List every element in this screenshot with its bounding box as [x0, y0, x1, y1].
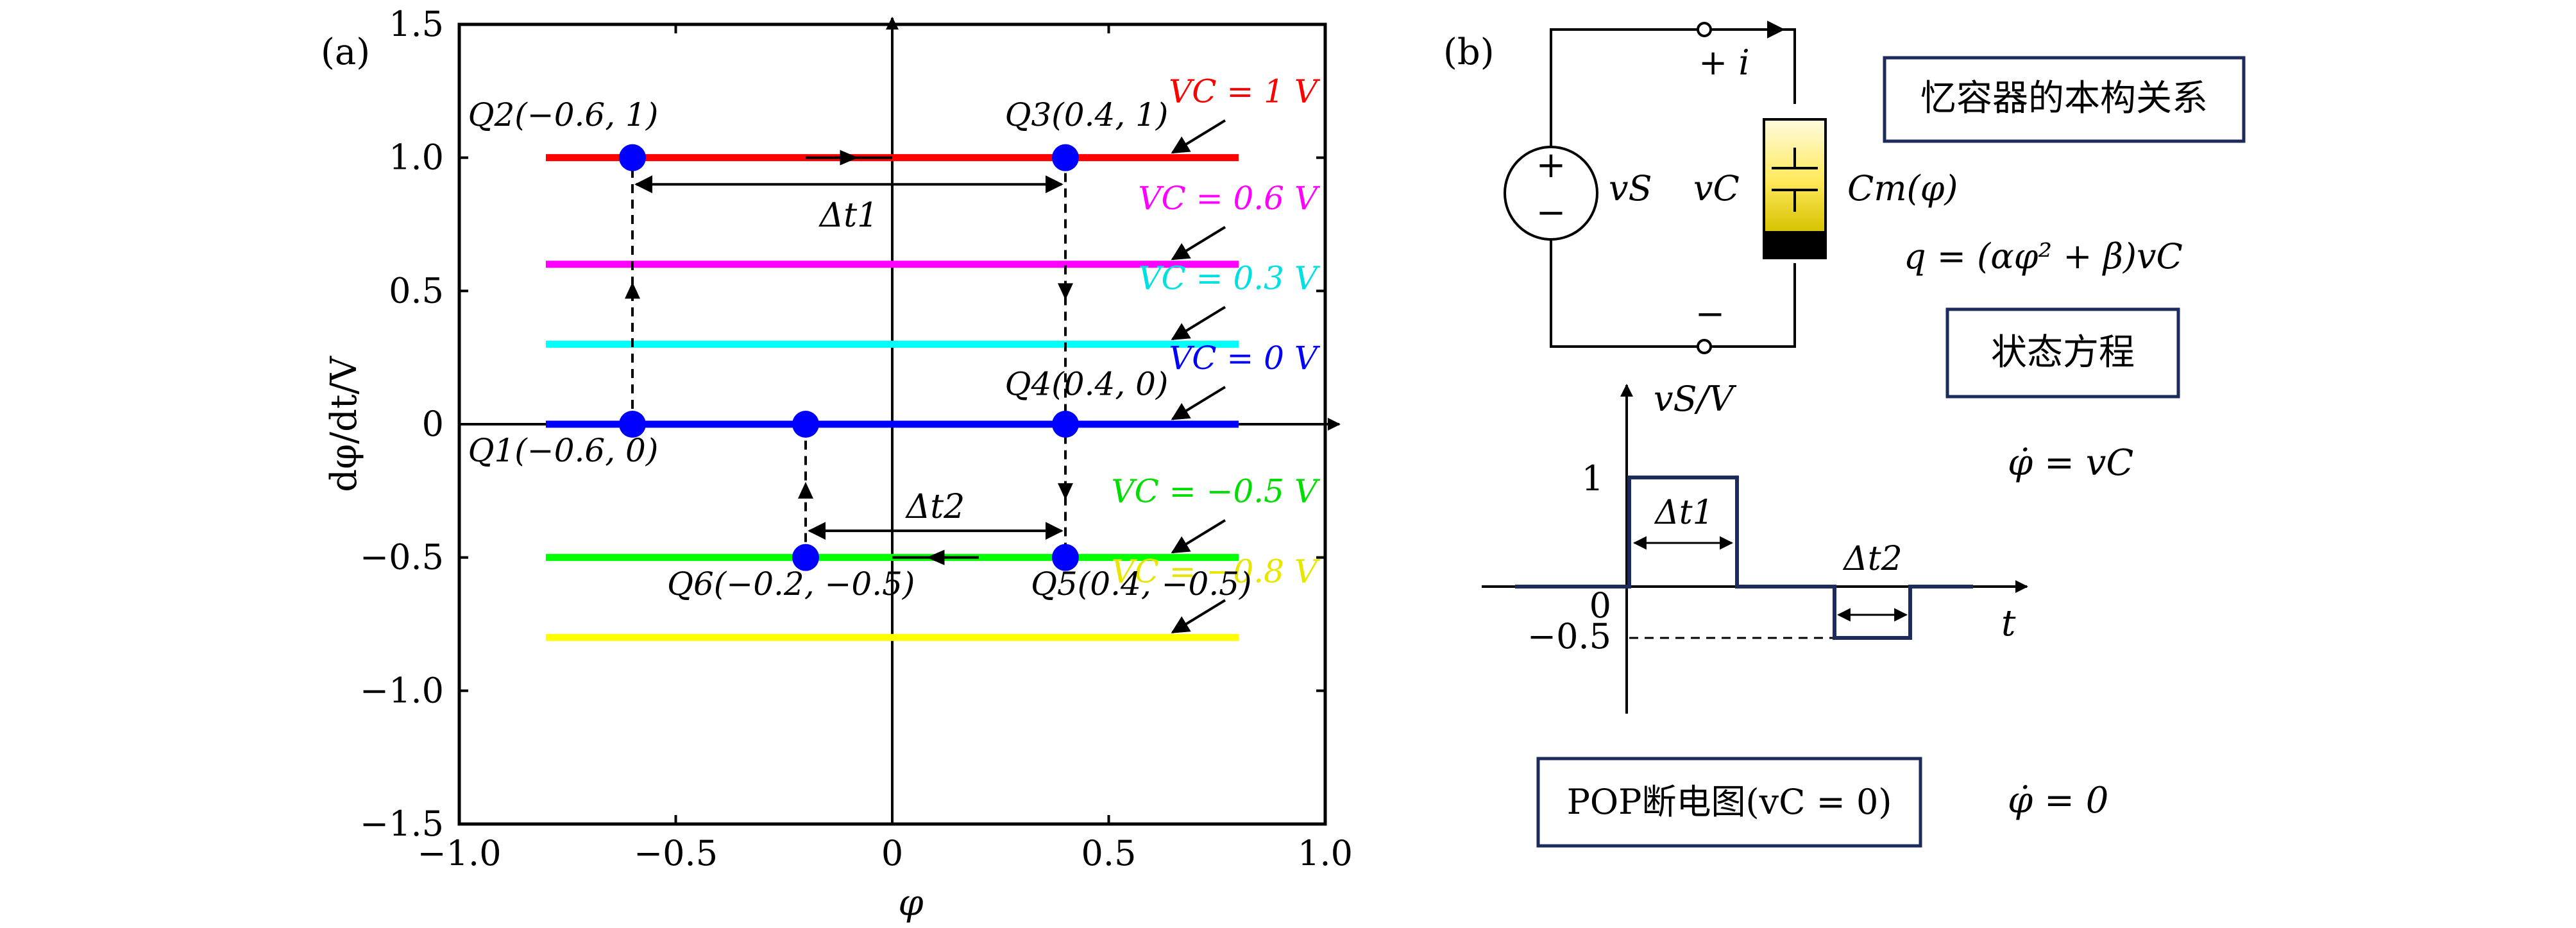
series-label: VC = 0 V [1169, 339, 1321, 377]
x-axis-label: φ [898, 882, 923, 924]
series-label: VC = 0.6 V [1138, 180, 1320, 217]
waveform-signal [1515, 476, 1973, 640]
equation-state: φ̇ = vC [2008, 442, 2133, 484]
guide-arrow-up [798, 481, 813, 499]
series-label-pointer [1171, 599, 1226, 633]
series-label-pointer [1171, 386, 1226, 420]
cm-label: Cm(φ) [1847, 168, 1958, 209]
data-point [619, 411, 646, 438]
guide-arrow-up [625, 282, 640, 299]
voltage-source [1504, 146, 1598, 241]
terminal-bottom [1697, 339, 1712, 354]
y-tick-label: −0.5 [360, 537, 444, 578]
dt1-label: Δt1 [1654, 494, 1714, 532]
plus-i-label: + i [1699, 42, 1750, 83]
y-tick-label: 1.0 [389, 137, 444, 178]
x-tick-label: −0.5 [634, 833, 718, 873]
point-label: Q3(0.4, 1) [1005, 96, 1169, 133]
waveform-tick-neg: −0.5 [1527, 616, 1611, 657]
point-label: Q1(−0.6, 0) [468, 432, 659, 469]
point-labels: Q1(−0.6, 0) Q2(−0.6, 1) Q3(0.4, 1) Q4(0.4, … [468, 96, 1252, 603]
panel-b: (b) + i + − vS vC Cm(φ) − 忆容器的本构关系 q = (… [1443, 21, 2246, 848]
vc-label: vC [1693, 168, 1740, 209]
waveform-y-label: vS/V [1654, 379, 1737, 419]
delta-label: Δt2 [905, 488, 965, 526]
data-point [1052, 144, 1079, 171]
data-point [1052, 411, 1079, 438]
state-box [1945, 307, 2180, 399]
waveform: vS/V t 1 0 −0.5 Δt1 Δt2 [1482, 379, 2028, 714]
data-point [1052, 544, 1079, 571]
source-minus: − [1536, 192, 1566, 234]
constitutive-box-text: 忆容器的本构关系 [1920, 78, 2208, 119]
delta-label: Δt1 [818, 196, 879, 235]
series-label: VC = −0.5 V [1112, 473, 1321, 510]
equation-q: q = (αφ² + β)vC [1904, 236, 2183, 277]
data-point [792, 411, 819, 438]
series-labels: VC = 1 V VC = 0.6 V VC = 0.3 V VC = 0 V VC =… [1112, 73, 1321, 633]
memcapacitor-body [1763, 118, 1827, 234]
series-label-pointer [1171, 226, 1226, 261]
y-tick-label: −1.5 [360, 803, 444, 844]
minus-bottom-label: − [1695, 293, 1725, 335]
pop-box-text: POP断电图(vC = 0) [1567, 782, 1892, 822]
x-tick-label: −1.0 [417, 833, 501, 873]
points [619, 144, 1079, 571]
panel-b-label: (b) [1443, 31, 1495, 73]
x-tick-label: 0.5 [1081, 833, 1137, 873]
point-label: Q4(0.4, 0) [1005, 365, 1169, 402]
waveform-tick-0: 0 [1589, 585, 1611, 626]
panel-a-label: (a) [321, 31, 370, 73]
data-point [619, 144, 646, 171]
equation-pop: φ̇ = 0 [2008, 780, 2108, 821]
circuit-wire [1550, 28, 1796, 348]
x-tick-label: 1.0 [1298, 833, 1353, 873]
constitutive-box [1883, 56, 2246, 143]
series-label: VC = 0.3 V [1138, 259, 1320, 296]
y-axis-label: dφ/dt/V [323, 356, 365, 492]
waveform-t-label: t [2001, 603, 2016, 644]
series-label-pointer [1171, 119, 1226, 154]
series-label-pointer [1171, 305, 1226, 341]
x-tick-label: 0 [881, 833, 903, 873]
guide-arrow-down [1058, 283, 1073, 300]
series-label-pointer [1171, 519, 1226, 554]
point-label: Q5(0.4, −0.5) [1031, 565, 1252, 603]
terminal-top [1697, 22, 1712, 37]
pop-box [1536, 757, 1922, 848]
series-label: VC = −0.8 V [1112, 553, 1321, 590]
dt2-label: Δt2 [1842, 540, 1902, 578]
y-tick-label: 1.5 [389, 4, 444, 44]
y-tick-label: 0 [422, 404, 444, 444]
state-box-text: 状态方程 [1991, 332, 2135, 374]
data-point [792, 544, 819, 571]
series-label: VC = 1 V [1169, 73, 1321, 110]
y-tick-label: 0.5 [389, 270, 444, 311]
point-label: Q2(−0.6, 1) [468, 96, 659, 133]
vs-label: vS [1609, 168, 1652, 209]
circuit: + i + − vS vC Cm(φ) − [1504, 21, 1958, 354]
y-tick-label: −1.0 [360, 670, 444, 710]
guide-arrow-down [1058, 483, 1073, 500]
point-label: Q6(−0.2, −0.5) [667, 565, 915, 603]
waveform-tick-1: 1 [1582, 458, 1604, 499]
memcapacitor-base [1763, 231, 1827, 259]
source-plus: + [1536, 144, 1566, 186]
